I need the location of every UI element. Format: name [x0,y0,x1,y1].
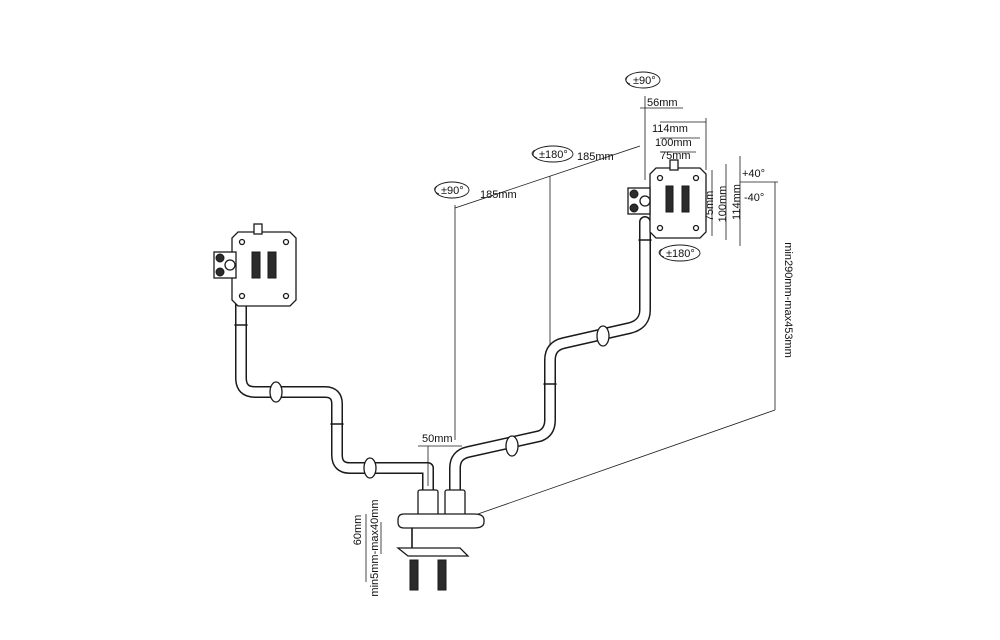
left-arm [213,223,434,498]
tilt-down-label: -40° [744,192,764,204]
clamp-height-label: 60mm [352,515,364,546]
vesa-h-114-label: 114mm [652,123,688,135]
vesa-h-100-label: 100mm [655,137,692,149]
rotation-label: ±90° [441,185,464,197]
arm-segment-right-label: 185mm [577,151,614,163]
left-vesa-plate [213,223,297,307]
rotation-label: ±180° [539,149,568,161]
dimension-labels: 185mm 185mm 56mm 114mm 100mm 75mm 75mm 1… [352,97,794,597]
arm-segment-left-label: 185mm [480,189,517,201]
pole-distance-label: 50mm [422,433,453,445]
dimension-lines [365,96,778,582]
vesa-v-75-label: 75mm [704,191,716,222]
rotation-badge-center: ±180° [531,145,574,163]
desk-thickness-label: min5mm-max40mm [369,499,381,596]
rotation-badge-right-bottom: ±180° [658,244,701,262]
top-offset-label: 56mm [647,97,678,109]
vesa-h-75-label: 75mm [660,150,691,162]
tilt-up-label: +40° [742,168,765,180]
desk-clamp-base [396,489,485,591]
rotation-badge-center-left: ±90° [434,181,470,199]
right-vesa-plate [627,159,707,239]
vesa-v-100-label: 100mm [717,186,729,223]
height-range-label: min290mm-max453mm [782,242,794,358]
rotation-label: ±90° [633,75,656,87]
rotation-badge-top-right: ±90° [625,71,661,89]
vesa-v-114-label: 114mm [731,184,743,220]
right-arm [449,159,707,498]
rotation-label: ±180° [666,248,695,260]
